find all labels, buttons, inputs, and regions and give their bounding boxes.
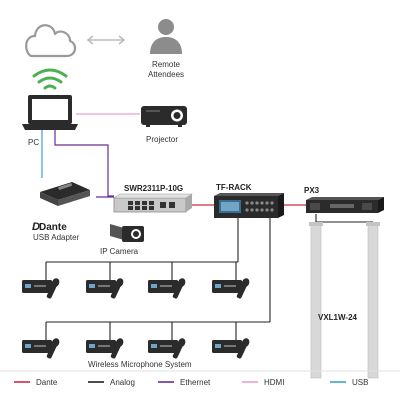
legend-label-dante: Dante — [36, 378, 58, 387]
wireless-mic-unit — [148, 336, 187, 360]
switch-label: SWR2311P-10G — [124, 184, 183, 193]
legend-label-analog: Analog — [110, 378, 135, 387]
tf-rack-mixer-icon — [214, 193, 284, 218]
legend-label-hdmi: HDMI — [264, 378, 284, 387]
legend-label-ethernet: Ethernet — [180, 378, 211, 387]
usb-adapter-icon — [40, 182, 90, 206]
speaker-cable — [315, 214, 373, 223]
wireless-mic-unit — [212, 336, 251, 360]
ethernet-cable-pc — [54, 130, 114, 197]
dante-logo: D Dante — [32, 221, 67, 233]
wireless-mic-unit — [86, 276, 125, 300]
tf-rack-label: TF-RACK — [216, 183, 252, 192]
pc-label: PC — [28, 138, 39, 147]
remote-attendees-label-1: Remote — [152, 60, 181, 69]
laptop-icon — [22, 95, 78, 130]
wireless-mic-unit — [22, 276, 61, 300]
speaker-icon-left — [309, 222, 323, 379]
remote-attendees-label-2: Attendees — [148, 70, 184, 79]
wireless-mic-unit — [148, 276, 187, 300]
wifi-icon — [32, 68, 68, 90]
px3-amplifier-icon — [306, 197, 384, 213]
wireless-mic-row-1 — [22, 276, 251, 300]
wireless-mic-unit — [86, 336, 125, 360]
legend-label-usb: USB — [352, 378, 368, 387]
double-arrow-icon — [86, 35, 126, 45]
wireless-mic-unit — [212, 276, 251, 300]
projector-label: Projector — [146, 135, 178, 144]
ip-camera-icon — [110, 224, 144, 242]
legend: Dante Analog Ethernet HDMI USB — [14, 378, 368, 387]
usb-adapter-label: USB Adapter — [33, 233, 80, 242]
wireless-mic-row-2 — [22, 336, 251, 360]
wireless-mic-label: Wireless Microphone System — [88, 360, 192, 369]
person-icon — [150, 19, 182, 54]
ip-camera-label: IP Camera — [100, 247, 139, 256]
dante-logo-text: Dante — [39, 222, 67, 233]
speaker-icon-right — [366, 222, 380, 379]
wireless-mic-unit — [22, 336, 61, 360]
px3-label: PX3 — [304, 186, 320, 195]
projector-icon — [141, 106, 187, 127]
speaker-label: VXL1W-24 — [318, 313, 358, 322]
svg-text:D: D — [32, 221, 40, 233]
analog-drops — [45, 262, 237, 340]
cloud-icon — [25, 24, 77, 58]
network-switch-icon — [113, 193, 193, 213]
